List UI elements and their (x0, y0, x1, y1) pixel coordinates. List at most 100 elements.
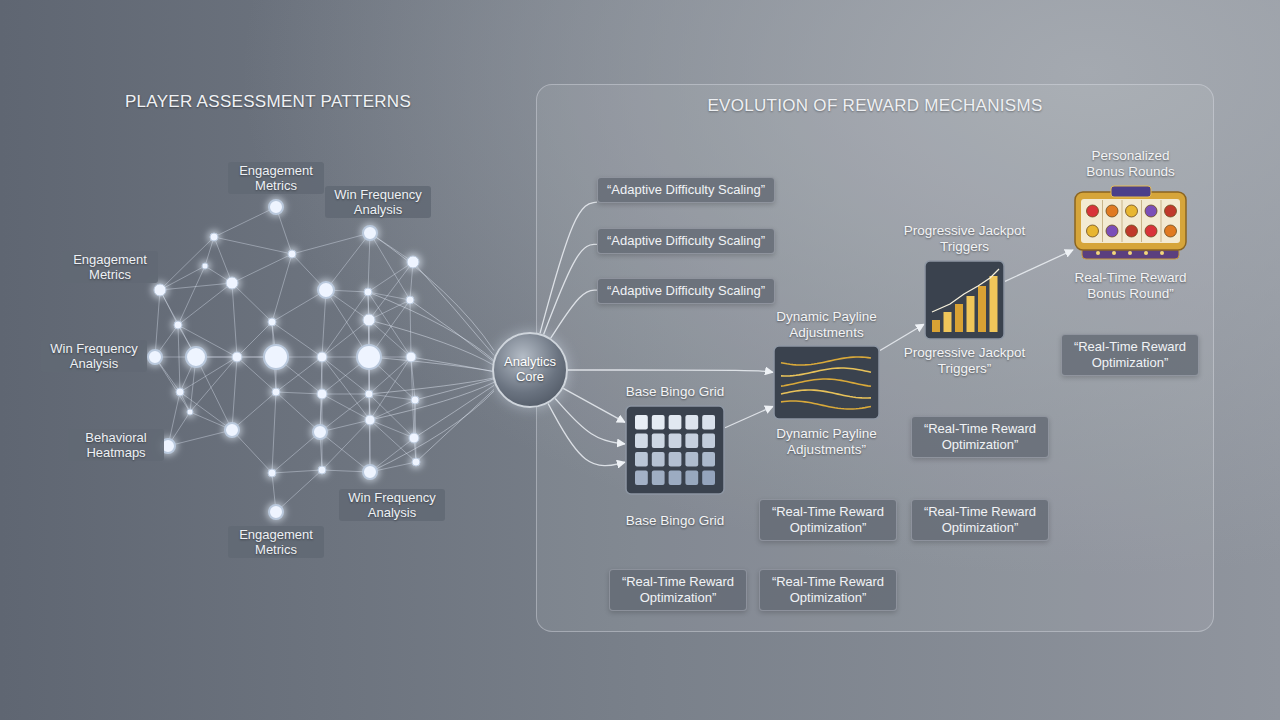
network-link (155, 290, 160, 357)
node-text: “Adaptive Difficulty Scaling” (607, 233, 765, 249)
node-glow (223, 274, 241, 292)
reel-divider (1161, 200, 1162, 242)
optimization-box: “Real-Time Reward Optimization” (911, 416, 1049, 459)
network-link (214, 237, 292, 254)
network-node (357, 345, 381, 369)
feed-line (370, 391, 494, 472)
metric-label: Win Frequency Analysis (325, 186, 431, 219)
payline-wave (781, 379, 871, 386)
network-node (363, 314, 375, 326)
grid-cell (635, 434, 648, 449)
node-glow (403, 349, 419, 365)
node-text: “Real-Time Reward Optimization” (921, 504, 1039, 537)
grid-cell (652, 471, 665, 486)
node-glow (314, 386, 330, 402)
icon-heading: Progressive Jackpot Triggers (899, 223, 1031, 255)
node-glow (183, 344, 209, 370)
node-glow (360, 311, 378, 329)
reel-divider (1102, 200, 1103, 242)
grid-cell (685, 434, 698, 449)
reward-panel: EVOLUTION OF REWARD MECHANISMS“Adaptive … (536, 84, 1214, 632)
icon-caption: Dynamic Payline Adjustments” (766, 426, 888, 458)
network-node (154, 284, 166, 296)
jackpot-icon: Progressive Jackpot TriggersProgressive … (924, 260, 1005, 340)
jackpot-frame (925, 261, 1004, 339)
network-node (148, 350, 162, 364)
network-node (365, 390, 373, 398)
network-node (269, 200, 283, 214)
node-text: “Real-Time Reward Optimization” (1071, 339, 1189, 372)
network-node (409, 433, 419, 443)
optimization-box: “Real-Time Reward Optimization” (759, 499, 897, 542)
optimization-box: “Real-Time Reward Optimization” (1061, 334, 1199, 377)
slot-window (1081, 199, 1180, 243)
node-glow (285, 247, 299, 261)
metric-label: Engagement Metrics (228, 162, 324, 195)
network-node (318, 282, 334, 298)
bingo-grid-icon-art (625, 405, 725, 495)
metric-label: Win Frequency Analysis (339, 489, 445, 522)
network-node (232, 352, 242, 362)
grid-cell (669, 415, 682, 430)
section-heading: PLAYER ASSESSMENT PATTERNS (122, 91, 414, 113)
network-node (317, 389, 327, 399)
reel-symbol (1145, 205, 1157, 217)
grid-cell (635, 415, 648, 430)
node-text: “Adaptive Difficulty Scaling” (607, 283, 765, 299)
network-node (406, 352, 416, 362)
feed-line (414, 385, 494, 438)
node-glow (360, 223, 380, 243)
network-link (178, 266, 205, 325)
network-link (232, 283, 237, 357)
network-node (269, 505, 283, 519)
metric-label: Engagement Metrics (62, 251, 158, 284)
jackpot-bar (955, 304, 963, 332)
network-node (186, 347, 206, 367)
node-glow (360, 462, 380, 482)
network-node (176, 388, 184, 396)
node-glow (404, 253, 422, 271)
bingo-grid-icon: Base Bingo GridBase Bingo Grid (625, 405, 725, 495)
node-glow (199, 260, 211, 272)
grid-frame (626, 406, 724, 494)
grid-cell (635, 471, 648, 486)
metric-label: Win Frequency Analysis (41, 340, 147, 373)
network-link (272, 392, 276, 473)
node-glow (354, 342, 384, 372)
reel-divider (1122, 200, 1123, 242)
reel-symbol (1106, 225, 1118, 237)
feed-line (368, 292, 494, 361)
node-glow (207, 230, 221, 244)
node-glow (409, 455, 423, 469)
node-glow (362, 387, 376, 401)
reel-symbol (1126, 205, 1138, 217)
payline-icon-art (773, 345, 880, 420)
network-node (264, 345, 288, 369)
network-node (318, 466, 326, 474)
metric-label: Behavioral Heatmaps (68, 429, 164, 462)
feed-line (416, 389, 494, 462)
icon-heading: Dynamic Payline Adjustments (768, 309, 886, 341)
strategy-box: “Adaptive Difficulty Scaling” (597, 228, 775, 254)
network-node (202, 263, 208, 269)
strategy-box: “Adaptive Difficulty Scaling” (597, 278, 775, 304)
node-glow (403, 293, 417, 307)
payline-wave (781, 368, 871, 376)
node-glow (361, 285, 375, 299)
feed-line (410, 300, 494, 362)
network-node (210, 233, 218, 241)
reel-divider (1141, 200, 1142, 242)
jackpot-bar (944, 312, 952, 332)
node-glow (266, 197, 286, 217)
network-link (322, 420, 370, 470)
reel-symbol (1087, 205, 1099, 217)
network-node (364, 288, 372, 296)
network-nodes (145, 197, 423, 522)
node-text: “Real-Time Reward Optimization” (769, 574, 887, 607)
node-glow (261, 342, 291, 372)
slot-machine-icon: Personalized Bonus RoundsReal-Time Rewar… (1073, 185, 1188, 262)
network-node (187, 409, 193, 415)
network-link (292, 233, 370, 254)
node-glow (314, 349, 330, 365)
